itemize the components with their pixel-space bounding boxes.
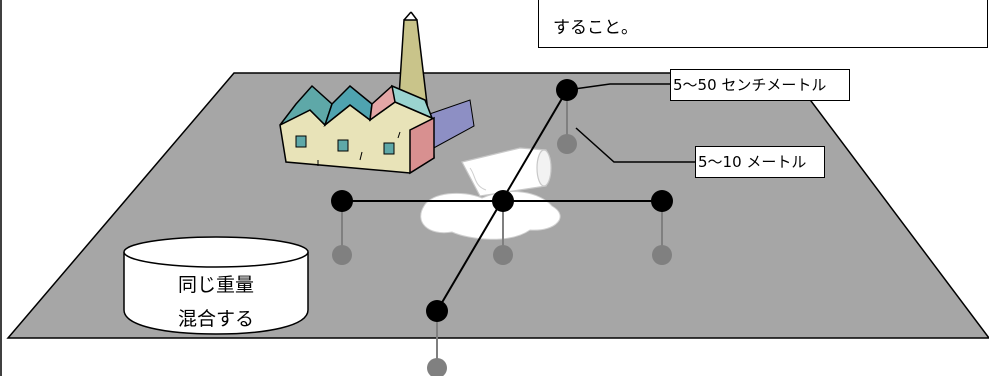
deep-point [332, 245, 352, 265]
factory-illustration [279, 11, 475, 175]
container-label-line2: 混合する [177, 308, 254, 330]
instruction-note: すること。 [538, 0, 988, 48]
leader-line-m [575, 127, 695, 163]
deep-point [557, 134, 577, 154]
deep-point [427, 358, 447, 376]
deep-point [652, 245, 672, 265]
callout-m-spacing: 5～10 メートル [695, 146, 825, 178]
surface-point [492, 190, 514, 212]
container-label-line1: 同じ重量 [177, 274, 254, 296]
deep-point [493, 245, 513, 265]
leader-line-cm [566, 83, 670, 91]
surface-point [426, 300, 448, 322]
spill-illustration [420, 147, 561, 240]
surface-sampling-points [331, 79, 673, 322]
callout-cm-depth: 5～50 センチメートル [670, 69, 850, 101]
surface-point [651, 190, 673, 212]
surface-point [331, 190, 353, 212]
mixing-container [123, 236, 309, 335]
instruction-text: すること。 [553, 18, 638, 38]
deep-sampling-points [332, 134, 672, 376]
